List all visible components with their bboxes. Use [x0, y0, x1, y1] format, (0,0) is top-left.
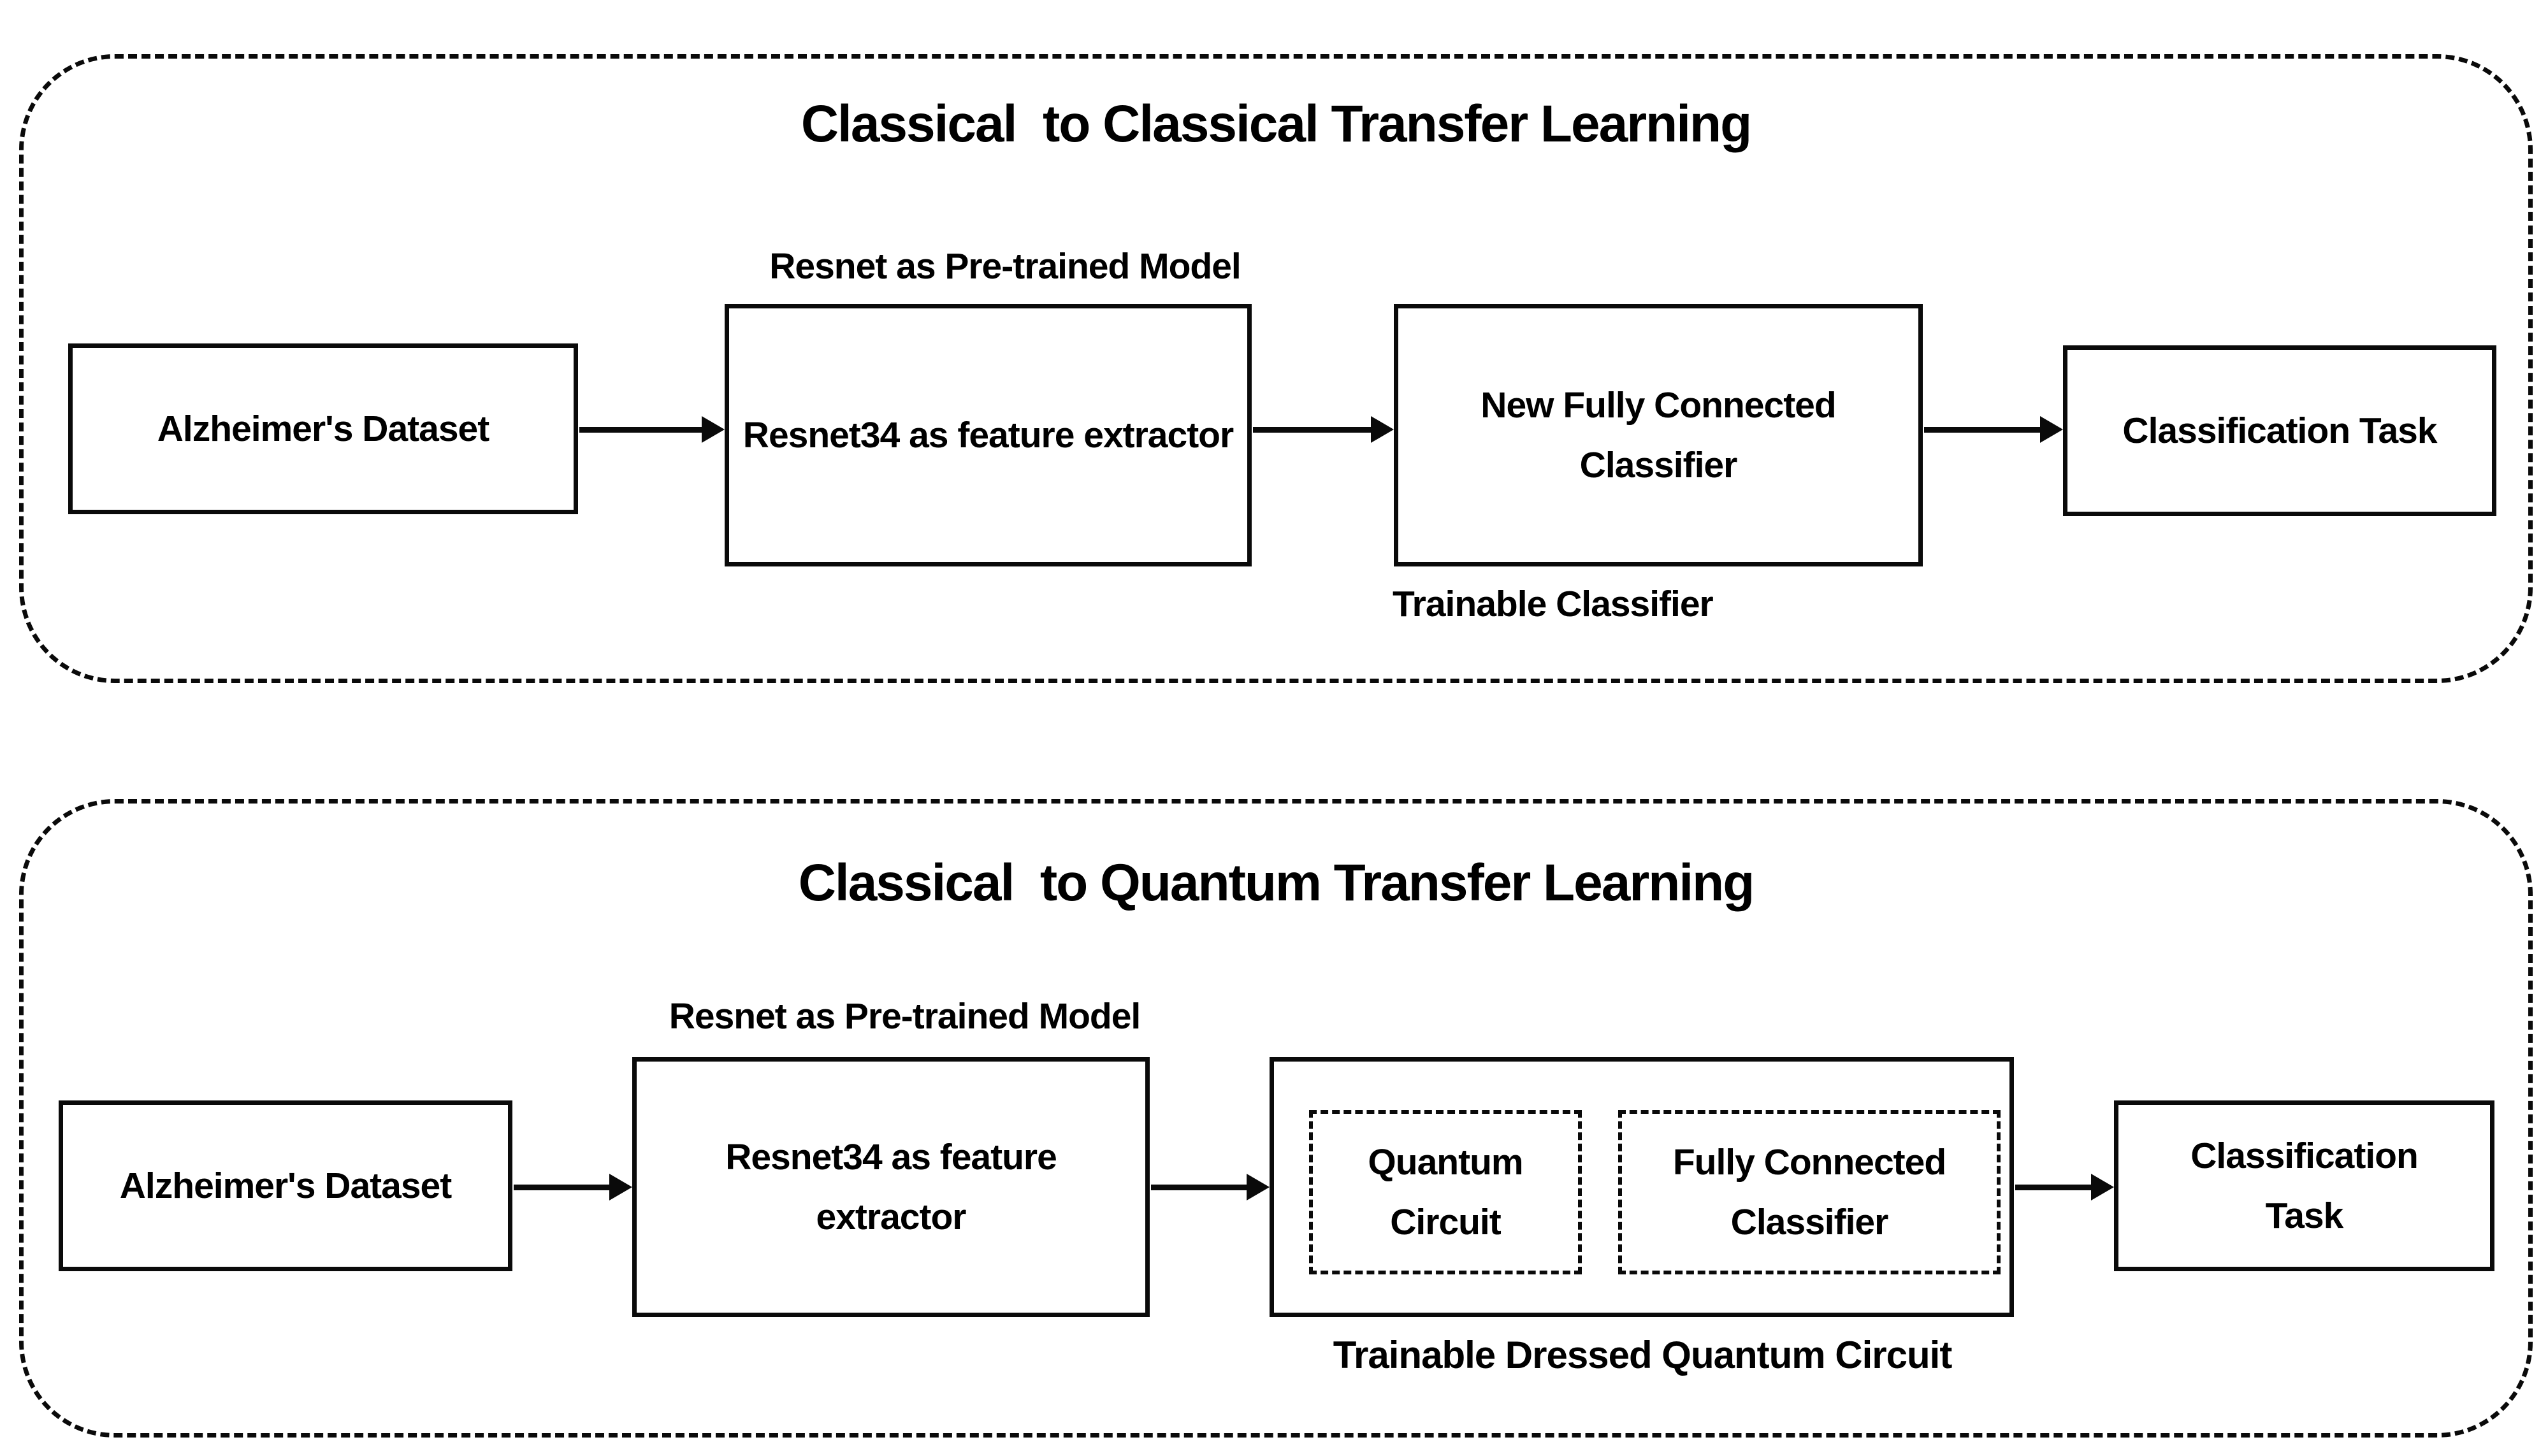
- arrow-extractor-to-dressed-circuit: [1151, 1169, 1270, 1205]
- arrow-head-icon: [702, 416, 725, 443]
- box-new-fully-connected-classifier-text: New Fully Connected Classifier: [1480, 384, 1836, 486]
- trainable-classifier-label: Trainable Classifier: [1393, 584, 1714, 624]
- box-alzheimers-dataset-text: Alzheimer's Dataset: [119, 1165, 452, 1206]
- arrow-head-icon: [609, 1174, 632, 1200]
- pretrained-model-label: Resnet as Pre-trained Model: [669, 996, 1141, 1037]
- box-resnet-feature-extractor: Resnet34 as feature extractor: [725, 304, 1252, 566]
- arrow-head-icon: [1247, 1174, 1270, 1200]
- arrow-dataset-to-extractor: [514, 1169, 632, 1205]
- box-classification-task-text: Classification Task: [2122, 410, 2437, 451]
- box-alzheimers-dataset: Alzheimer's Dataset: [68, 343, 578, 514]
- arrow-extractor-to-classifier: [1253, 412, 1394, 447]
- box-fully-connected-classifier: Fully Connected Classifier: [1618, 1110, 2001, 1274]
- panel-title-classical-to-quantum: Classical to Quantum Transfer Learning: [798, 854, 1755, 912]
- pretrained-model-label: Resnet as Pre-trained Model: [769, 246, 1241, 287]
- arrow-shaft: [1151, 1184, 1247, 1190]
- trainable-dressed-quantum-circuit-label: Trainable Dressed Quantum Circuit: [1333, 1334, 1953, 1376]
- box-classification-task: Classification Task: [2063, 345, 2496, 516]
- arrow-shaft: [579, 426, 702, 433]
- arrow-shaft: [2015, 1184, 2091, 1190]
- arrow-head-icon: [2040, 416, 2063, 443]
- arrow-shaft: [1253, 426, 1371, 433]
- panel-classical-to-classical: Classical to Classical Transfer Learning…: [19, 54, 2533, 683]
- box-quantum-circuit-text: Quantum Circuit: [1368, 1141, 1523, 1243]
- arrow-classifier-to-task: [1924, 412, 2063, 447]
- box-classification-task-text: Classification Task: [2190, 1135, 2419, 1236]
- box-alzheimers-dataset: Alzheimer's Dataset: [59, 1100, 512, 1271]
- arrow-dataset-to-extractor: [579, 412, 725, 447]
- box-resnet-feature-extractor-text: Resnet34 as feature extractor: [742, 414, 1234, 456]
- arrow-shaft: [514, 1184, 609, 1190]
- box-dressed-quantum-circuit: Quantum Circuit Fully Connected Classifi…: [1270, 1057, 2014, 1317]
- box-resnet-feature-extractor-text: Resnet34 as feature extractor: [725, 1136, 1057, 1237]
- box-alzheimers-dataset-text: Alzheimer's Dataset: [157, 408, 489, 449]
- panel-title-classical-to-classical: Classical to Classical Transfer Learning: [800, 95, 1752, 153]
- box-quantum-circuit: Quantum Circuit: [1309, 1110, 1582, 1274]
- arrow-head-icon: [2091, 1174, 2114, 1200]
- box-fully-connected-classifier-text: Fully Connected Classifier: [1672, 1141, 1946, 1243]
- arrow-dressed-circuit-to-task: [2015, 1169, 2114, 1205]
- box-resnet-feature-extractor: Resnet34 as feature extractor: [632, 1057, 1150, 1317]
- box-new-fully-connected-classifier: New Fully Connected Classifier: [1394, 304, 1923, 566]
- arrow-shaft: [1924, 426, 2040, 433]
- arrow-head-icon: [1371, 416, 1394, 443]
- panel-classical-to-quantum: Classical to Quantum Transfer Learning R…: [19, 799, 2533, 1438]
- box-classification-task: Classification Task: [2114, 1100, 2494, 1271]
